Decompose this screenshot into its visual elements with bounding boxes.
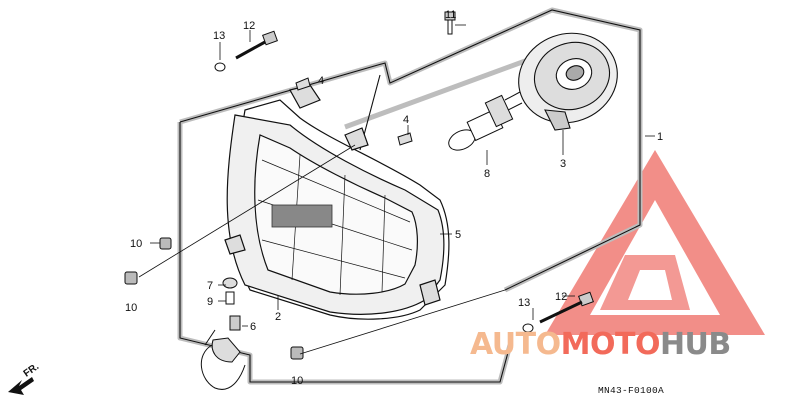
callout-10-left: 10	[130, 238, 142, 250]
callout-7: 7	[207, 280, 213, 292]
callout-1: 1	[657, 131, 663, 143]
watermark-part2: MOTO	[561, 327, 660, 362]
callout-13-top: 13	[213, 30, 225, 42]
front-arrow: FR.	[8, 361, 41, 395]
leader-lines	[138, 24, 655, 355]
dust-cover	[518, 32, 618, 131]
callout-4-top: 4	[318, 75, 324, 87]
callout-3: 3	[560, 158, 566, 170]
front-arrow-label: FR.	[22, 361, 42, 379]
svg-text:AUTOMOTOHUB: AUTOMOTOHUB	[470, 327, 731, 362]
watermark-text: AUTOMOTOHUB	[470, 327, 731, 362]
washer-13-top	[214, 62, 226, 72]
bolt-12-top	[235, 30, 278, 60]
arrow-icon	[8, 377, 34, 395]
callout-11: 11	[445, 9, 456, 21]
watermark-logo	[545, 150, 765, 335]
callout-10-lower: 10	[125, 302, 137, 314]
callout-2: 2	[275, 311, 281, 323]
callout-labels: 11 12 13 4 4 8 3 1 5 10 10 2 7 9 6 13 12…	[125, 9, 663, 387]
bolt-12-bottom	[539, 291, 594, 324]
callout-6: 6	[250, 321, 256, 333]
bolt-11	[444, 11, 456, 35]
watermark-part1: AUTO	[470, 327, 561, 362]
watermark-part3: HUB	[660, 327, 731, 362]
callout-12-bottom: 12	[555, 291, 567, 303]
callout-8: 8	[484, 168, 490, 180]
position-light-socket	[201, 277, 246, 390]
callout-10-bottom: 10	[291, 375, 303, 387]
callout-13-bottom: 13	[518, 297, 530, 309]
callout-5: 5	[455, 229, 461, 241]
callout-12-top: 12	[243, 20, 255, 32]
clip-4	[295, 77, 413, 146]
callout-4-mid: 4	[403, 114, 409, 126]
callout-9: 9	[207, 296, 213, 308]
halogen-bulb	[448, 91, 523, 151]
headlight-unit	[224, 84, 450, 320]
grommet-10	[124, 237, 304, 360]
diagram-code: MN43-F0100A	[598, 385, 664, 396]
washer-13-bottom	[522, 323, 534, 333]
